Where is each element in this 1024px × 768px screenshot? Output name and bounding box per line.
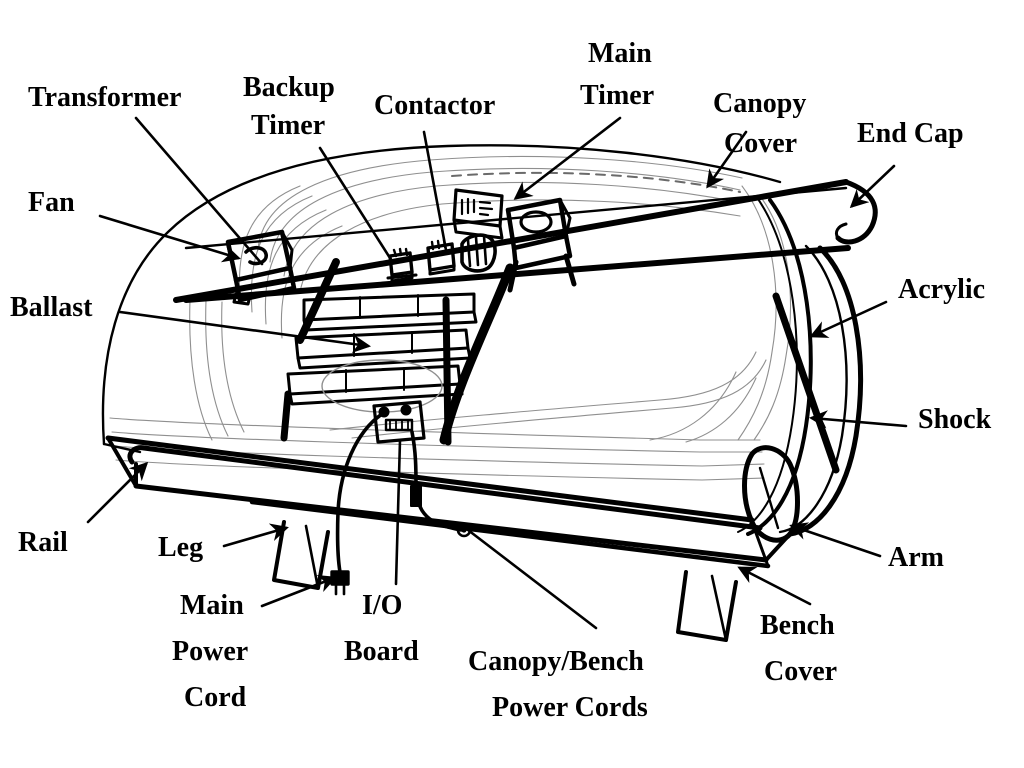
label-canopy-cover-line1: Canopy (713, 88, 807, 119)
label-ballast: Ballast (10, 292, 93, 323)
label-rail: Rail (18, 527, 68, 558)
leader-main-power-cord (260, 575, 337, 608)
label-main-power-cord-line3: Cord (184, 682, 247, 713)
leader-main-timer (513, 116, 622, 200)
bench-body (105, 435, 792, 569)
leader-end-cap (849, 164, 896, 209)
leg-front (272, 520, 330, 590)
label-contactor: Contactor (374, 90, 496, 121)
main-harness-cable (439, 263, 515, 445)
acrylic-dome (737, 195, 863, 537)
label-bench-cover-line1: Bench (760, 610, 835, 641)
fan-left (225, 229, 297, 306)
label-main-timer-line2: Timer (580, 80, 655, 111)
label-canopy-bench-cords-line1: Canopy/Bench (468, 646, 644, 677)
label-shock: Shock (918, 404, 992, 435)
contactor-box (460, 233, 497, 273)
leader-shock (808, 410, 908, 429)
main-power-cord (330, 412, 384, 596)
leader-bench-cover (737, 566, 812, 606)
leg-rear (676, 570, 738, 642)
leader-canopy-bench-cords (466, 528, 598, 630)
label-arm: Arm (888, 542, 944, 573)
label-io-board-line2: Board (344, 636, 419, 667)
transformer-box (386, 247, 418, 283)
rail-top (127, 445, 763, 531)
leader-transformer (134, 116, 264, 266)
main-timer-panel (452, 188, 504, 240)
label-bench-cover-line2: Cover (764, 656, 838, 687)
canopy-frame-bar-lower (183, 245, 851, 303)
leader-arm (789, 522, 882, 558)
leader-rail (86, 461, 149, 524)
canopy-outer-edge (101, 144, 782, 446)
label-io-board-line1: I/O (362, 590, 403, 621)
label-backup-timer-line1: Backup (243, 72, 335, 103)
label-transformer: Transformer (28, 82, 182, 113)
leader-acrylic (809, 300, 888, 338)
leader-contactor (422, 130, 448, 252)
label-canopy-bench-cords-line2: Power Cords (492, 692, 648, 723)
label-main-timer-line1: Main (588, 38, 652, 69)
label-fan: Fan (28, 187, 75, 218)
left-harness-cable (296, 258, 340, 344)
leader-leg (222, 523, 289, 548)
label-end-cap: End Cap (857, 118, 964, 149)
label-main-power-cord-line1: Main (180, 590, 244, 621)
shock-strut (772, 292, 840, 474)
label-leg: Leg (158, 532, 204, 563)
leader-ballast (118, 310, 372, 353)
leader-backup-timer (318, 146, 392, 260)
leader-fan (98, 214, 241, 263)
label-backup-timer-line2: Timer (251, 110, 326, 141)
leader-canopy-cover (706, 130, 748, 189)
fan-right (505, 197, 577, 293)
label-acrylic: Acrylic (898, 274, 986, 305)
label-main-power-cord-line2: Power (172, 636, 249, 667)
rail-lower (133, 483, 769, 563)
leader-io-board (394, 438, 402, 586)
leader-lines (86, 116, 908, 630)
label-canopy-cover-line2: Cover (724, 128, 798, 159)
